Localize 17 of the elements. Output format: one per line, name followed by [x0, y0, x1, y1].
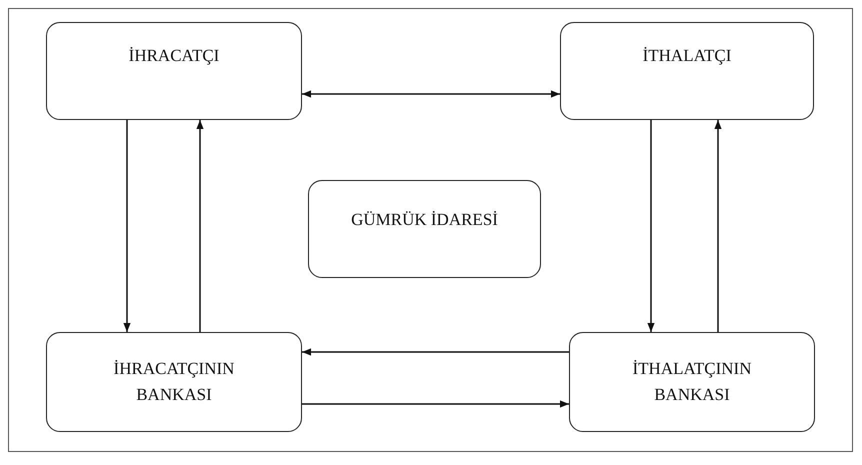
- arrow: [123, 120, 131, 332]
- arrow: [302, 90, 560, 98]
- box-label: İHRACATÇI: [128, 45, 220, 67]
- box-label: GÜMRÜK İDARESİ: [351, 209, 498, 231]
- box-label: İTHALATÇI: [642, 45, 732, 67]
- box-label: İTHALATÇININ BANKASI: [632, 358, 752, 406]
- arrow: [647, 120, 655, 332]
- process-box: [308, 180, 541, 278]
- process-box: [560, 22, 814, 120]
- arrow: [302, 400, 569, 408]
- process-box: [46, 332, 302, 432]
- box-label: İHRACATÇININ BANKASI: [112, 358, 236, 406]
- process-box: [569, 332, 815, 432]
- arrow: [196, 120, 204, 332]
- arrow: [714, 120, 722, 332]
- arrow: [302, 348, 569, 356]
- process-box: [46, 22, 302, 120]
